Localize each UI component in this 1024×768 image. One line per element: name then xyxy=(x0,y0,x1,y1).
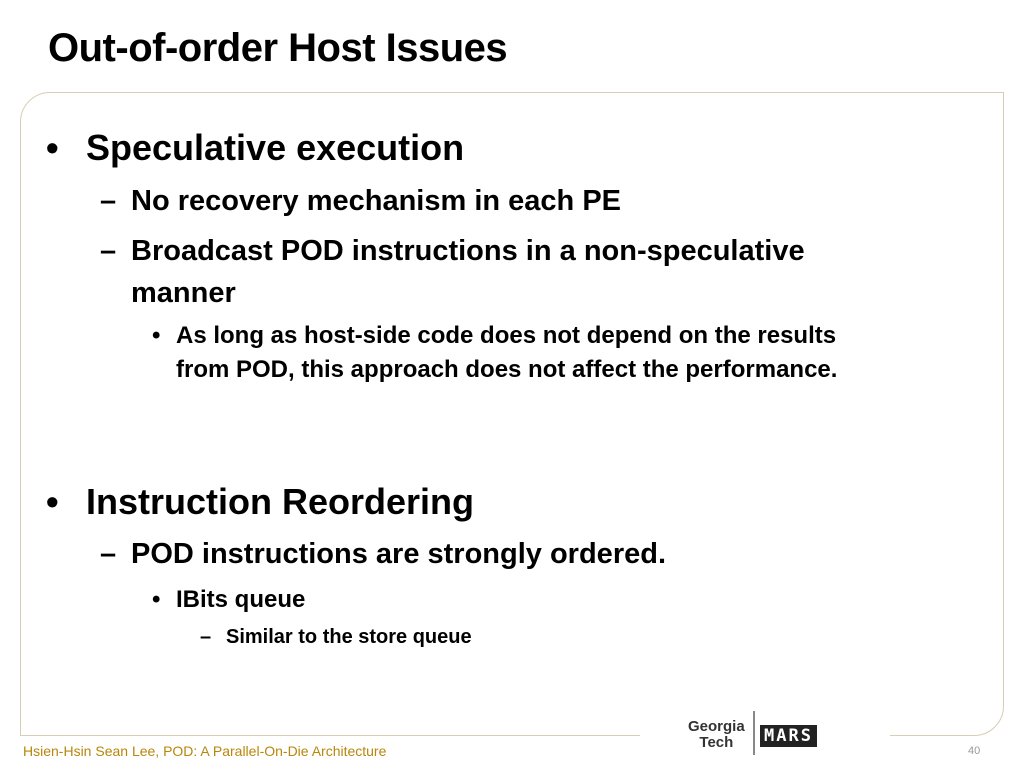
content-frame xyxy=(20,92,1004,736)
georgia-tech-logo: Georgia Tech xyxy=(688,719,745,751)
bullet-ibits-queue: • IBits queue xyxy=(152,583,305,617)
mars-logo: MARS xyxy=(760,725,817,747)
bullet-text: Broadcast POD instructions in a non-spec… xyxy=(131,235,805,267)
bullet-text: Similar to the store queue xyxy=(226,626,472,648)
bullet-host-side-code: • As long as host-side code does not dep… xyxy=(152,319,836,353)
bullet-marker: • xyxy=(152,586,161,613)
bullet-continuation: manner xyxy=(131,277,236,309)
bullet-text: IBits queue xyxy=(176,586,306,613)
bullet-no-recovery: – No recovery mechanism in each PE xyxy=(100,180,621,222)
logo-divider xyxy=(753,711,755,755)
footer-text: Hsien-Hsin Sean Lee, POD: A Parallel-On-… xyxy=(23,743,387,759)
bullet-strongly-ordered: – POD instructions are strongly ordered. xyxy=(100,533,666,575)
dash-marker: – xyxy=(200,626,212,648)
slide-title: Out-of-order Host Issues xyxy=(48,26,508,70)
bullet-marker: • xyxy=(46,127,59,168)
bullet-broadcast-pod: – Broadcast POD instructions in a non-sp… xyxy=(100,230,805,272)
bullet-instruction-reordering: • Instruction Reordering xyxy=(46,482,474,522)
bullet-marker: • xyxy=(152,322,161,349)
logo: Georgia Tech MARS xyxy=(640,705,890,765)
bullet-text: POD instructions are strongly ordered. xyxy=(131,538,666,570)
bullet-text: No recovery mechanism in each PE xyxy=(131,185,621,217)
dash-marker: – xyxy=(100,235,117,267)
bullet-store-queue: – Similar to the store queue xyxy=(200,624,472,650)
bullet-text: Speculative execution xyxy=(86,127,465,168)
bullet-text: As long as host-side code does not depen… xyxy=(176,322,837,349)
bullet-marker: • xyxy=(46,481,59,522)
logo-line-2: Tech xyxy=(699,734,734,751)
bullet-text: Instruction Reordering xyxy=(86,481,475,522)
bullet-speculative-execution: • Speculative execution xyxy=(46,128,464,168)
dash-marker: – xyxy=(100,538,117,570)
logo-line-1: Georgia xyxy=(688,718,745,735)
dash-marker: – xyxy=(100,185,117,217)
bullet-continuation: from POD, this approach does not affect … xyxy=(176,356,838,383)
page-number: 40 xyxy=(968,745,981,757)
